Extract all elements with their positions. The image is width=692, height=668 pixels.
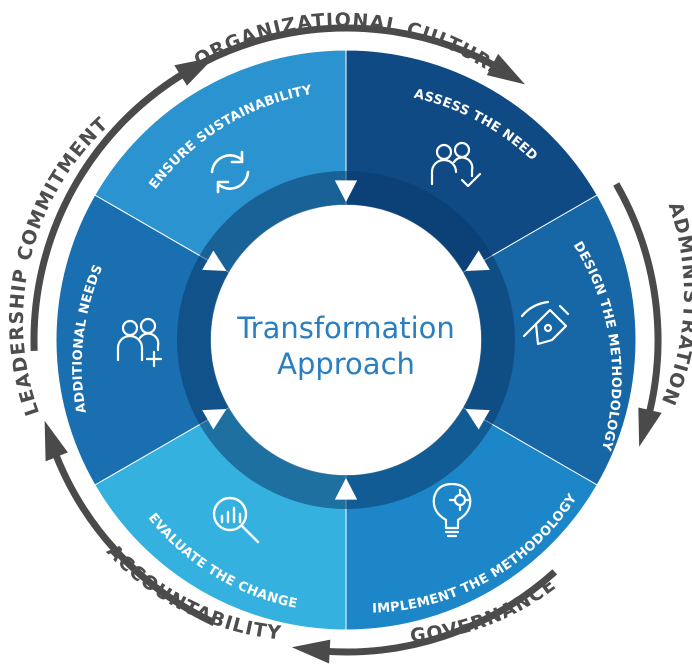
people-check-icon — [430, 141, 482, 188]
center-title-line2: Approach — [277, 347, 415, 381]
outer-arrows — [30, 24, 662, 664]
outer-arrow-head — [44, 420, 68, 462]
inner-chevron — [202, 250, 227, 271]
inner-chevrons — [202, 180, 490, 500]
outer-arrow-head — [291, 639, 331, 664]
outer-arrow-arc — [49, 445, 216, 626]
outer-arrow-head — [638, 407, 662, 447]
magnifier-chart-icon — [212, 496, 260, 544]
center-title-line1: Transformation — [236, 311, 455, 345]
outer-arrow-arc — [318, 569, 558, 656]
inner-chevron — [202, 409, 227, 430]
inner-chevron — [465, 250, 490, 271]
center-circle — [211, 205, 481, 475]
outer-arrow-arc — [30, 66, 192, 352]
outer-arrow-arc — [613, 182, 662, 422]
lightbulb-gear-icon — [432, 482, 472, 538]
people-plus-icon — [116, 317, 163, 368]
inner-chevron — [334, 180, 358, 202]
outer-arrow-head — [174, 57, 215, 86]
outer-arrow-head — [486, 53, 525, 85]
pen-tool-icon — [520, 300, 570, 346]
inner-chevron — [465, 409, 490, 430]
refresh-icon — [210, 150, 250, 194]
outer-label-administration: ADMINISTRATION — [657, 199, 692, 409]
inner-chevron — [334, 478, 358, 500]
